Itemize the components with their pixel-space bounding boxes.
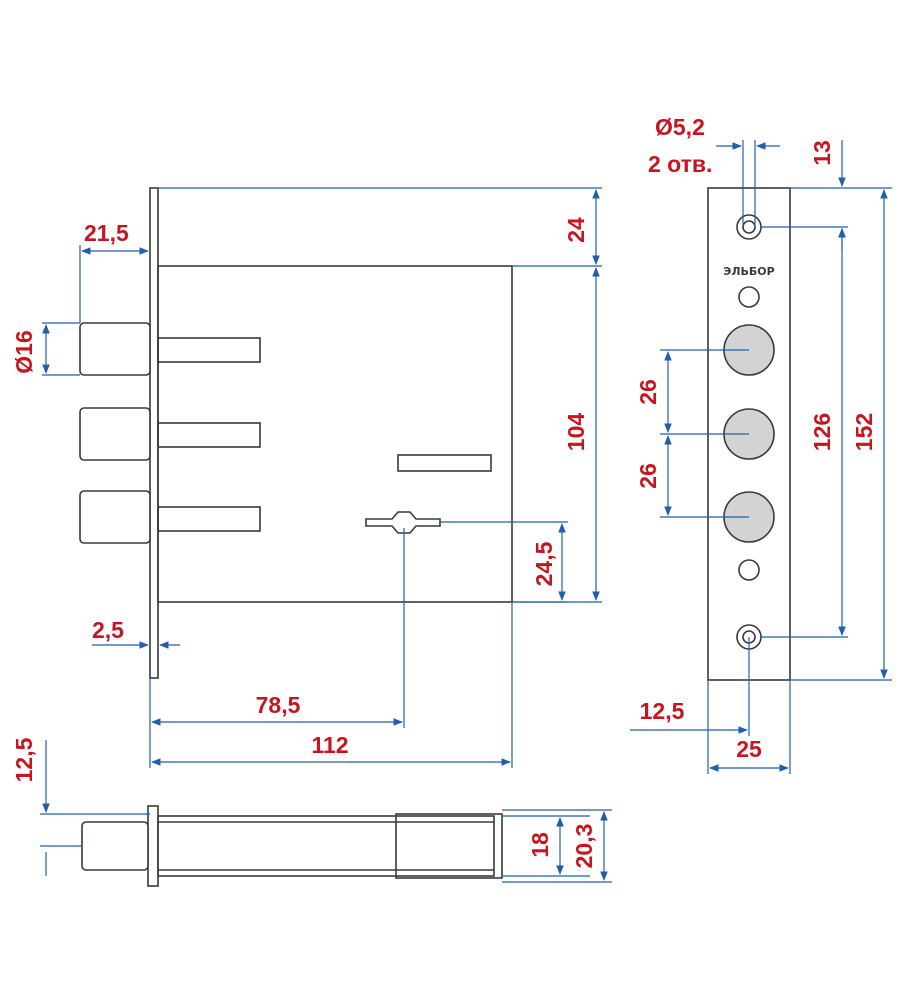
- dim-12-5-side: 12,5: [11, 737, 37, 782]
- side-case: [157, 815, 495, 877]
- bolt-tail-2: [157, 422, 261, 448]
- dim-holes-note: 2 отв.: [648, 151, 712, 177]
- dim-21-5: 21,5: [84, 220, 129, 246]
- faceplate-front: [149, 187, 159, 679]
- dim-24-5: 24,5: [531, 541, 557, 586]
- side-bolt: [81, 821, 149, 871]
- dim-126: 126: [809, 413, 835, 451]
- dim-104: 104: [563, 413, 589, 452]
- lock-case: [157, 265, 513, 603]
- front-view: [79, 187, 513, 679]
- bolt-tail-1: [157, 337, 261, 363]
- dim-18: 18: [527, 832, 553, 858]
- dim-152: 152: [851, 413, 877, 451]
- bolt-tail-3: [157, 506, 261, 532]
- faceplate-dimensions: [630, 140, 892, 774]
- dim-20-3: 20,3: [571, 824, 597, 869]
- bolt-outer-2: [79, 407, 151, 461]
- side-view-dimensions: [40, 740, 612, 883]
- front-view-dimensions: [42, 187, 602, 768]
- dim-24: 24: [563, 217, 589, 243]
- dim-112: 112: [311, 732, 348, 758]
- dim-26-lower: 26: [635, 463, 661, 489]
- dim-25: 25: [736, 736, 762, 762]
- keyhole: [365, 511, 441, 534]
- small-hole-bottom: [738, 559, 760, 581]
- dim-12-5-plate: 12,5: [640, 698, 685, 724]
- dim-78-5: 78,5: [256, 692, 301, 718]
- side-cover: [395, 813, 503, 879]
- side-view: [81, 805, 503, 887]
- dim-hole-diameter: Ø5,2: [655, 114, 705, 140]
- faceplate-logo: ЭЛЬБОР: [723, 265, 774, 278]
- key-slot: [397, 454, 492, 472]
- dim-13: 13: [809, 140, 835, 166]
- side-faceplate: [147, 805, 159, 887]
- small-hole-top: [738, 286, 760, 308]
- bolt-outer-3: [79, 490, 151, 544]
- dim-2-5: 2,5: [92, 617, 124, 643]
- dim-26-upper: 26: [635, 379, 661, 405]
- bolt-outer-1: [79, 322, 151, 376]
- dim-diameter-16: Ø16: [11, 330, 37, 373]
